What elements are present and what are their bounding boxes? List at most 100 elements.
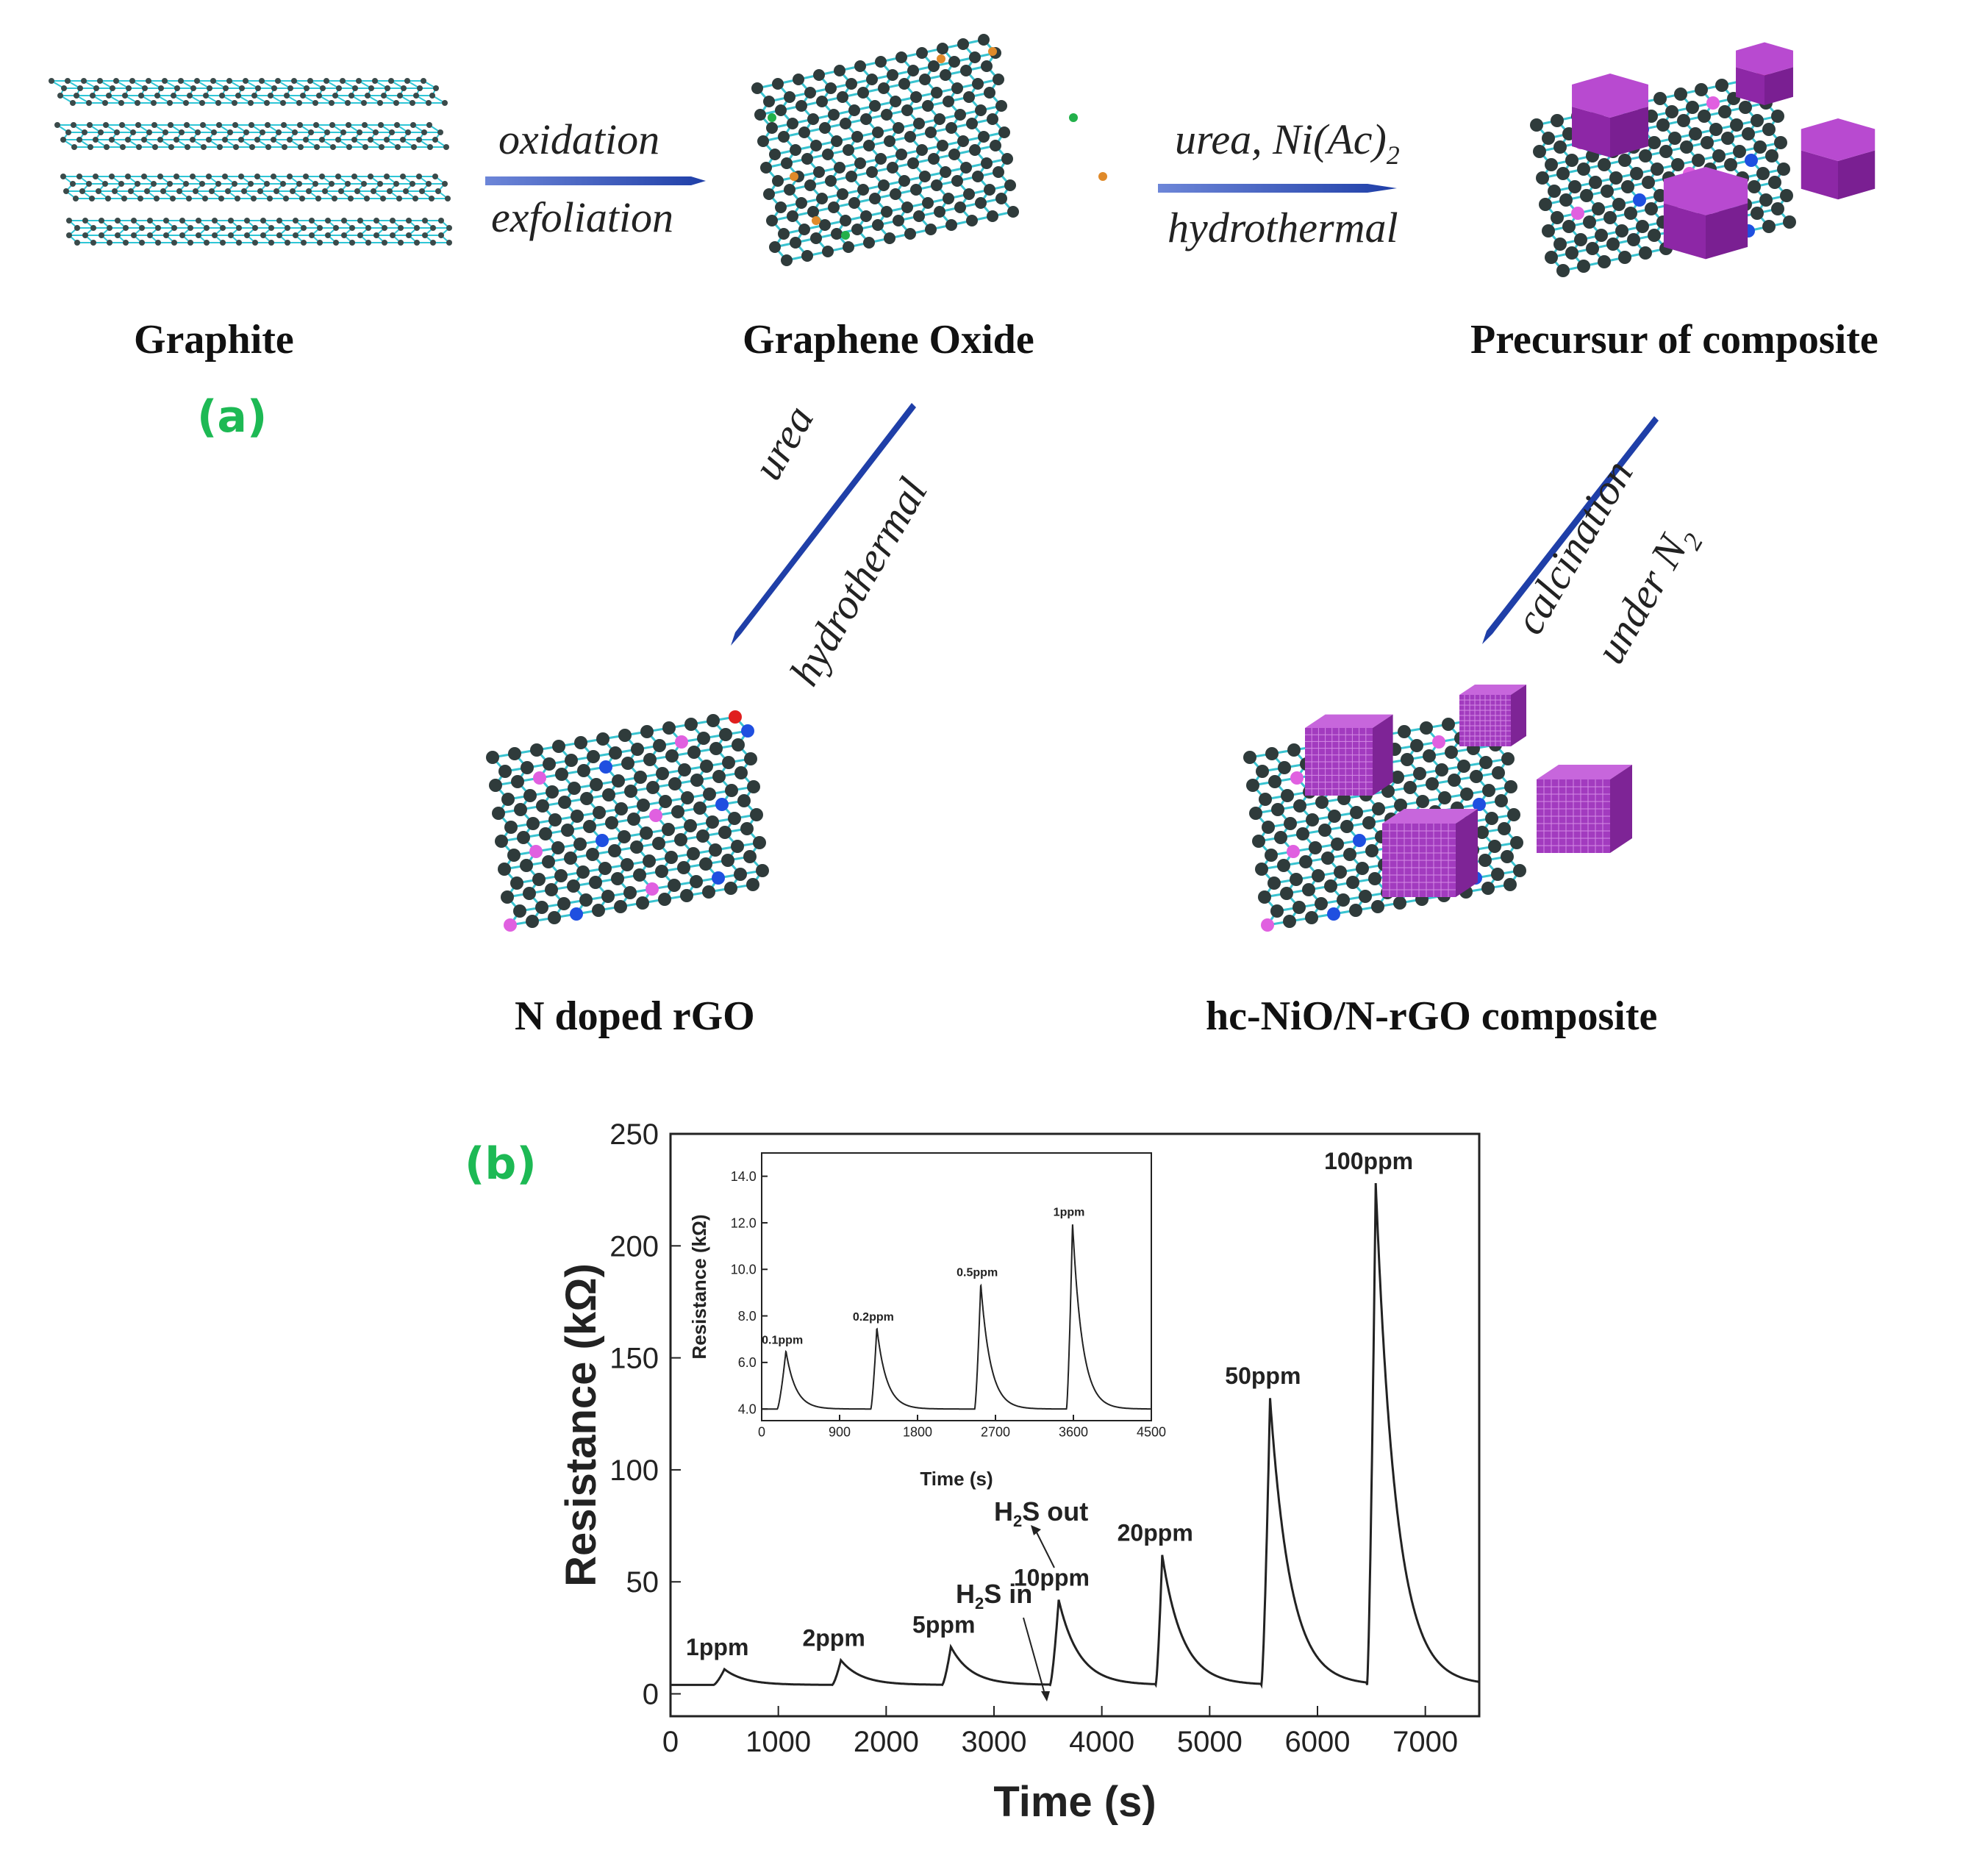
atom xyxy=(275,78,281,84)
atom xyxy=(113,78,119,84)
atom xyxy=(259,78,265,84)
atom xyxy=(1730,118,1743,132)
atom xyxy=(410,100,415,106)
atom xyxy=(766,215,778,226)
atom xyxy=(378,122,384,128)
atom xyxy=(586,848,599,861)
atom xyxy=(1668,132,1681,145)
atom xyxy=(382,240,387,246)
atom xyxy=(312,100,318,106)
atom xyxy=(1648,229,1661,242)
caption-graphene-oxide: Graphene Oxide xyxy=(743,317,1034,363)
atom xyxy=(354,188,360,194)
atom xyxy=(1438,791,1451,804)
atom xyxy=(380,196,386,201)
atom xyxy=(170,196,176,201)
atom xyxy=(97,78,103,84)
atom xyxy=(202,196,208,201)
atom xyxy=(769,149,781,160)
atom xyxy=(943,96,954,107)
atom xyxy=(306,188,312,194)
atom xyxy=(798,224,810,235)
atom xyxy=(884,135,895,147)
atom xyxy=(187,93,193,99)
atom xyxy=(273,188,279,194)
atom xyxy=(307,78,313,84)
atom xyxy=(646,781,659,794)
atom xyxy=(969,144,981,156)
atom xyxy=(154,93,160,99)
atom xyxy=(1651,163,1664,176)
atom xyxy=(702,885,715,899)
atom xyxy=(1630,167,1643,180)
atom xyxy=(1420,721,1433,735)
atom xyxy=(162,129,168,135)
atom xyxy=(793,74,804,85)
atom xyxy=(74,240,80,246)
atom xyxy=(840,215,851,226)
atom xyxy=(787,210,798,222)
atom xyxy=(190,85,196,91)
atom xyxy=(292,129,298,135)
atom xyxy=(373,232,379,238)
atom xyxy=(82,218,88,224)
atom xyxy=(207,85,212,91)
atom xyxy=(139,240,145,246)
atom xyxy=(1365,844,1379,857)
atom xyxy=(388,78,394,84)
atom xyxy=(510,876,523,890)
atom xyxy=(322,188,328,194)
atom xyxy=(564,851,577,865)
atom xyxy=(1712,149,1726,163)
atom xyxy=(422,232,428,238)
atom xyxy=(1302,883,1315,896)
atom xyxy=(361,181,367,187)
atom xyxy=(887,162,898,174)
atom xyxy=(687,746,701,759)
atom xyxy=(1551,211,1564,224)
atom xyxy=(212,218,218,224)
atom xyxy=(828,109,840,121)
atom xyxy=(681,791,694,804)
pulse-label: 20ppm xyxy=(1118,1519,1193,1546)
atom xyxy=(866,74,878,85)
oxygen-group xyxy=(768,113,776,122)
oxidation-arrow xyxy=(485,176,706,185)
atom xyxy=(432,174,438,179)
atom xyxy=(1337,893,1350,907)
atom xyxy=(373,218,379,224)
atom xyxy=(492,807,505,820)
atom xyxy=(969,51,981,63)
atom xyxy=(795,197,807,209)
precursor-sheet-illustration xyxy=(1530,42,1876,277)
atom xyxy=(1423,749,1436,763)
label-hydrothermal-top: hydrothermal xyxy=(1168,204,1398,251)
atom xyxy=(236,225,242,231)
atom xyxy=(618,729,632,742)
atom xyxy=(857,87,869,99)
atom xyxy=(845,78,857,90)
atom xyxy=(308,129,314,135)
atom xyxy=(511,775,524,788)
atom xyxy=(393,100,399,106)
atom xyxy=(403,188,409,194)
atom xyxy=(975,104,987,116)
atom xyxy=(845,171,857,182)
atom xyxy=(557,897,571,910)
atom xyxy=(1278,761,1291,774)
atom xyxy=(790,144,801,156)
atom xyxy=(530,743,543,757)
atom xyxy=(248,122,254,128)
atom xyxy=(513,904,526,918)
atom xyxy=(555,768,568,781)
atom xyxy=(109,174,115,179)
atom xyxy=(543,757,556,771)
atom xyxy=(957,38,969,50)
atom xyxy=(498,765,512,778)
atom xyxy=(1565,246,1578,260)
atom xyxy=(282,144,287,150)
atom xyxy=(1756,167,1770,180)
atom xyxy=(1271,803,1284,816)
atom xyxy=(219,93,225,99)
